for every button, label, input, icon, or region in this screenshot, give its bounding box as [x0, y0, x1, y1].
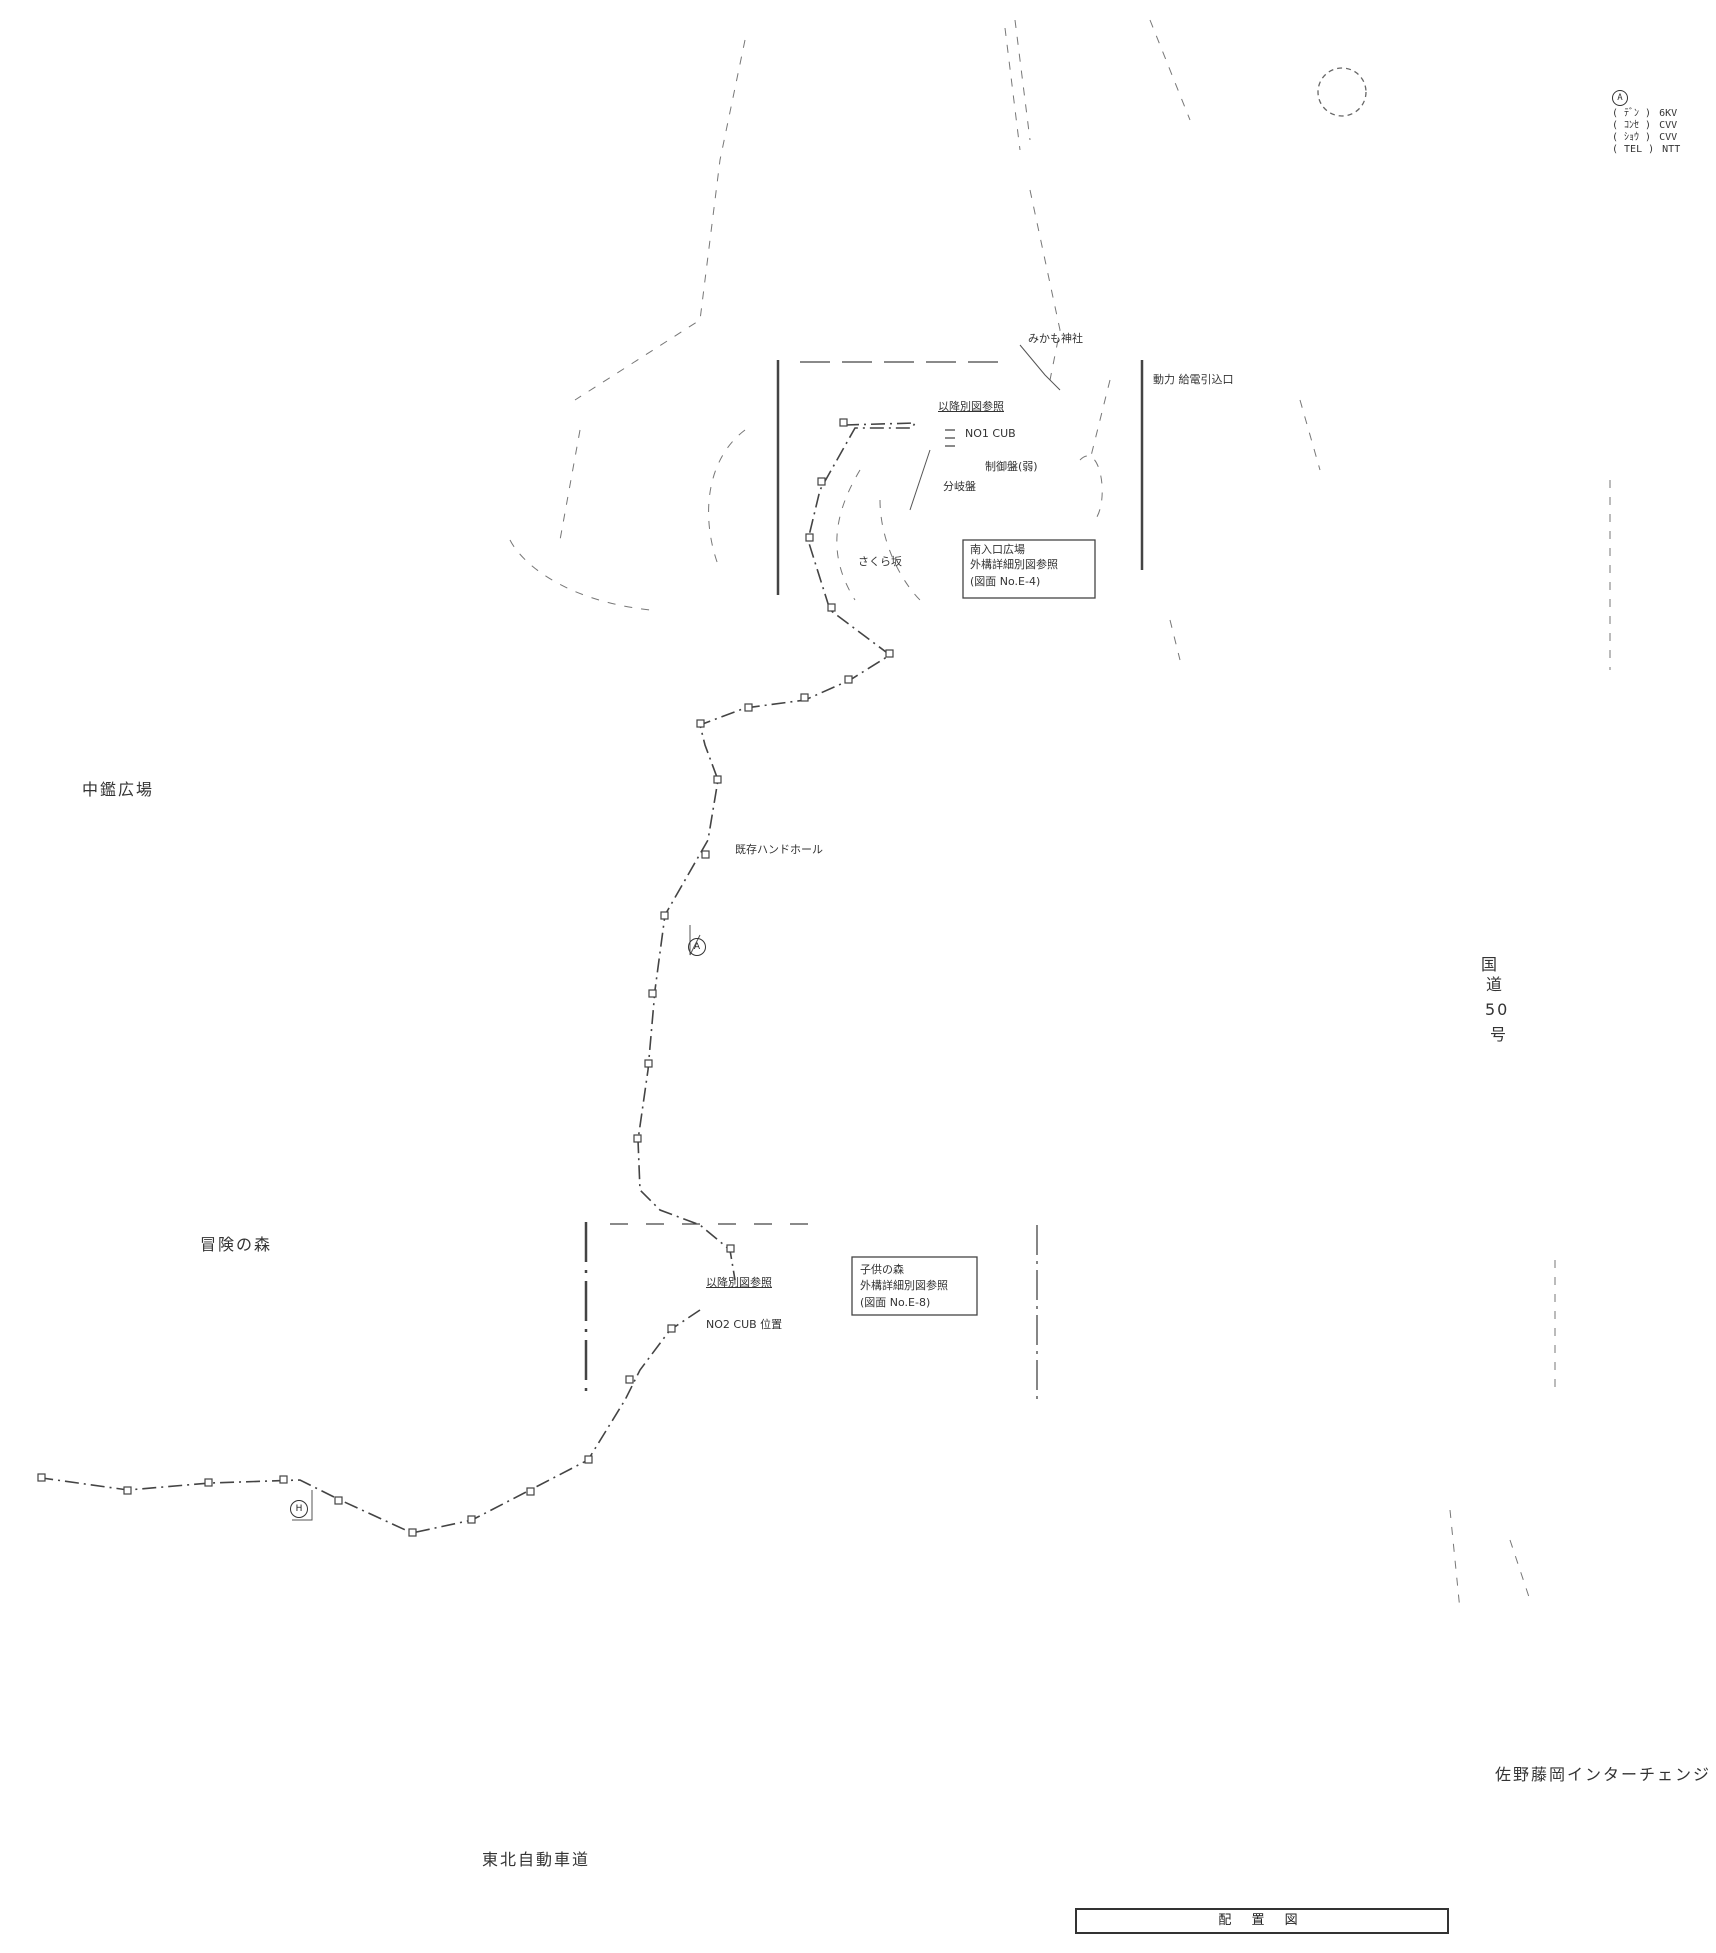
legend-row: ( TEL ) NTT — [1612, 144, 1680, 156]
detail-ref-lower-label: 以降別図参照 — [706, 1276, 772, 1289]
contour-line — [1449, 1509, 1461, 1611]
detail-note-box-lower — [851, 1256, 978, 1316]
cable-route-lower — [41, 1309, 701, 1534]
handhole — [667, 1324, 676, 1333]
contour-line — [836, 469, 861, 601]
cable-route-upper — [637, 422, 917, 1281]
contour-line — [1029, 189, 1061, 381]
cub1-label: NO1 CUB — [965, 427, 1016, 440]
contour-line — [1149, 19, 1191, 121]
contour-line — [879, 499, 921, 601]
handhole — [123, 1486, 132, 1495]
contour-line — [574, 39, 746, 401]
handhole — [885, 649, 894, 658]
handhole — [713, 775, 722, 784]
contour-line — [1089, 379, 1111, 461]
legend-spec: CVV — [1659, 132, 1678, 143]
contour-line — [559, 429, 581, 541]
cub2-label: NO2 CUB 位置 — [706, 1318, 783, 1331]
handhole — [204, 1478, 213, 1487]
handhole — [696, 719, 705, 728]
contour-line — [1004, 27, 1021, 151]
junction-box-label: 分岐盤 — [943, 480, 976, 493]
main-gate-note-line3: (図面 No.E-4) — [970, 575, 1041, 588]
route-50-label-d: 号 — [1490, 1025, 1509, 1044]
legend-spec: CVV — [1659, 120, 1678, 131]
handhole — [844, 675, 853, 684]
kids-note-line2: 外構詳細別図参照 — [860, 1279, 948, 1292]
legend-code: ( ｺﾝｾ ) — [1612, 120, 1652, 131]
interchange-label: 佐野藤岡インターチェンジ — [1495, 1765, 1712, 1784]
legend-spec: 6KV — [1659, 108, 1678, 119]
legend-row: ( ﾃﾞﾝ ) 6KV — [1612, 108, 1680, 120]
contour-line — [708, 429, 746, 571]
handhole — [726, 1244, 735, 1253]
legend-code: ( ｼｮｳ ) — [1612, 132, 1652, 143]
power-inlet-label: 動力 給電引込口 — [1153, 373, 1234, 386]
contour-line — [1169, 619, 1181, 661]
contour-line — [509, 539, 651, 611]
handhole — [644, 1059, 653, 1068]
handhole — [800, 693, 809, 702]
contour-line — [1509, 1539, 1531, 1601]
relay-box-label: 制御盤(弱) — [985, 460, 1038, 473]
leader-line — [909, 449, 931, 511]
legend-row: ( ｼｮｳ ) CVV — [1612, 132, 1680, 144]
contour-line — [1299, 399, 1321, 471]
handhole — [805, 533, 814, 542]
handhole — [625, 1375, 634, 1384]
legend-row: ( ｺﾝｾ ) CVV — [1612, 120, 1680, 132]
handhole — [827, 603, 836, 612]
handhole — [817, 477, 826, 486]
adventure-forest-label: 冒険の森 — [200, 1235, 273, 1254]
legend-marker: A — [1612, 90, 1628, 106]
handhole — [584, 1455, 593, 1464]
handhole — [744, 703, 753, 712]
detail-ref-upper-label: 以降別図参照 — [938, 400, 1004, 413]
legend-code: ( TEL ) — [1612, 144, 1655, 155]
route-marker-h: H — [290, 1500, 308, 1518]
route-50-label-b: 道 — [1486, 975, 1505, 994]
detail-note-box-upper — [962, 539, 1096, 599]
legend-code: ( ﾃﾞﾝ ) — [1612, 108, 1652, 119]
contour-line — [1079, 455, 1103, 521]
parking-lines — [945, 429, 955, 447]
main-gate-note-line1: 南入口広場 — [970, 543, 1025, 556]
handhole — [701, 850, 710, 859]
existing-handhole-label: 既存ハンドホール — [735, 843, 823, 856]
handhole — [526, 1487, 535, 1496]
route-50-label-a: 国 — [1481, 955, 1500, 974]
expressway-label: 東北自動車道 — [482, 1850, 591, 1869]
mikamo-shrine-label: みかも神社 — [1028, 332, 1083, 345]
handhole — [648, 989, 657, 998]
mountain-label: さくら坂 — [858, 555, 902, 568]
kids-note-line1: 子供の森 — [860, 1263, 904, 1276]
kids-note-line3: (図面 No.E-8) — [860, 1296, 931, 1309]
main-gate-note-line2: 外構詳細別図参照 — [970, 558, 1058, 571]
handhole — [839, 418, 848, 427]
handhole — [633, 1134, 642, 1143]
legend-spec: NTT — [1662, 144, 1681, 155]
central-plaza-label: 中鑑広場 — [82, 780, 155, 799]
handhole — [334, 1496, 343, 1505]
route-50-label-c: 50 — [1485, 1000, 1510, 1019]
handhole — [37, 1473, 46, 1482]
drawing-title: 配 置 図 — [1075, 1908, 1449, 1934]
handhole — [279, 1475, 288, 1484]
leader-line — [292, 1490, 313, 1521]
handhole — [408, 1528, 417, 1537]
handhole — [660, 911, 669, 920]
cable-legend: A ( ﾃﾞﾝ ) 6KV ( ｺﾝｾ ) CVV ( ｼｮｳ ) CVV ( TEL… — [1612, 90, 1680, 156]
tree-symbol — [1317, 67, 1367, 117]
contour-line — [1014, 19, 1031, 141]
handhole — [467, 1515, 476, 1524]
leader-line — [1019, 344, 1061, 391]
route-marker-a: A — [688, 938, 706, 956]
